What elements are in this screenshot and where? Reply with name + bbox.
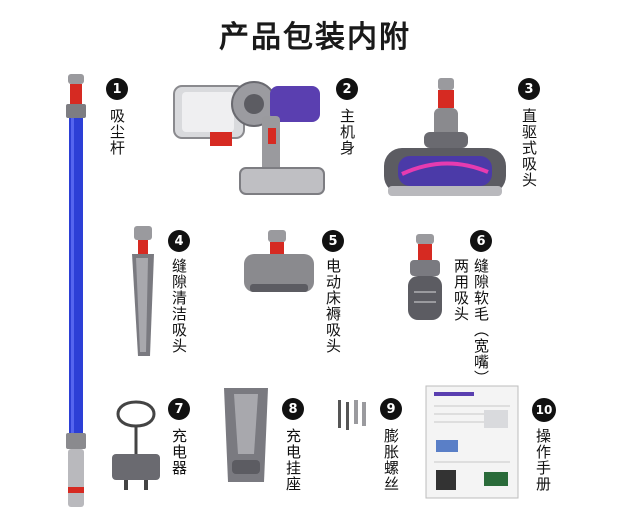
item-number-badge: 8	[282, 398, 304, 420]
item-number-badge: 10	[532, 398, 556, 422]
item-label: 缝隙清洁吸头	[170, 258, 188, 354]
item-number-badge: 6	[470, 230, 492, 252]
main-body-icon	[170, 72, 330, 202]
item-number-badge: 9	[380, 398, 402, 420]
item-label: 膨胀螺丝	[382, 428, 400, 492]
mattress-tool-icon	[240, 228, 318, 298]
page-title: 产品包装内附	[219, 20, 411, 55]
crevice-tool-icon	[126, 222, 160, 362]
item-number-badge: 3	[518, 78, 540, 100]
combination-tool-icon	[402, 232, 448, 324]
item-label: 操作手册	[534, 428, 552, 492]
direct-drive-head-icon	[380, 74, 510, 204]
extension-wand-icon	[60, 72, 92, 512]
item-label: 充电器	[170, 428, 188, 476]
charger-icon	[106, 394, 166, 494]
expansion-screws-icon	[334, 398, 374, 432]
item-number-badge: 7	[168, 398, 190, 420]
item-number-badge: 4	[168, 230, 190, 252]
item-label: 缝隙软毛（宽嘴）	[472, 258, 490, 386]
item-number-badge: 5	[322, 230, 344, 252]
docking-station-icon	[218, 384, 274, 488]
item-number-badge: 1	[106, 78, 128, 100]
item-label: 直驱式吸头	[520, 108, 538, 188]
item-label: 充电挂座	[284, 428, 302, 492]
item-label: 电动床褥吸头	[324, 258, 342, 354]
item-number-badge: 2	[336, 78, 358, 100]
item-label: 主机身	[338, 108, 356, 156]
item-label: 两用吸头	[452, 258, 470, 322]
item-label: 吸尘杆	[108, 108, 126, 156]
user-manual-icon	[424, 384, 520, 502]
